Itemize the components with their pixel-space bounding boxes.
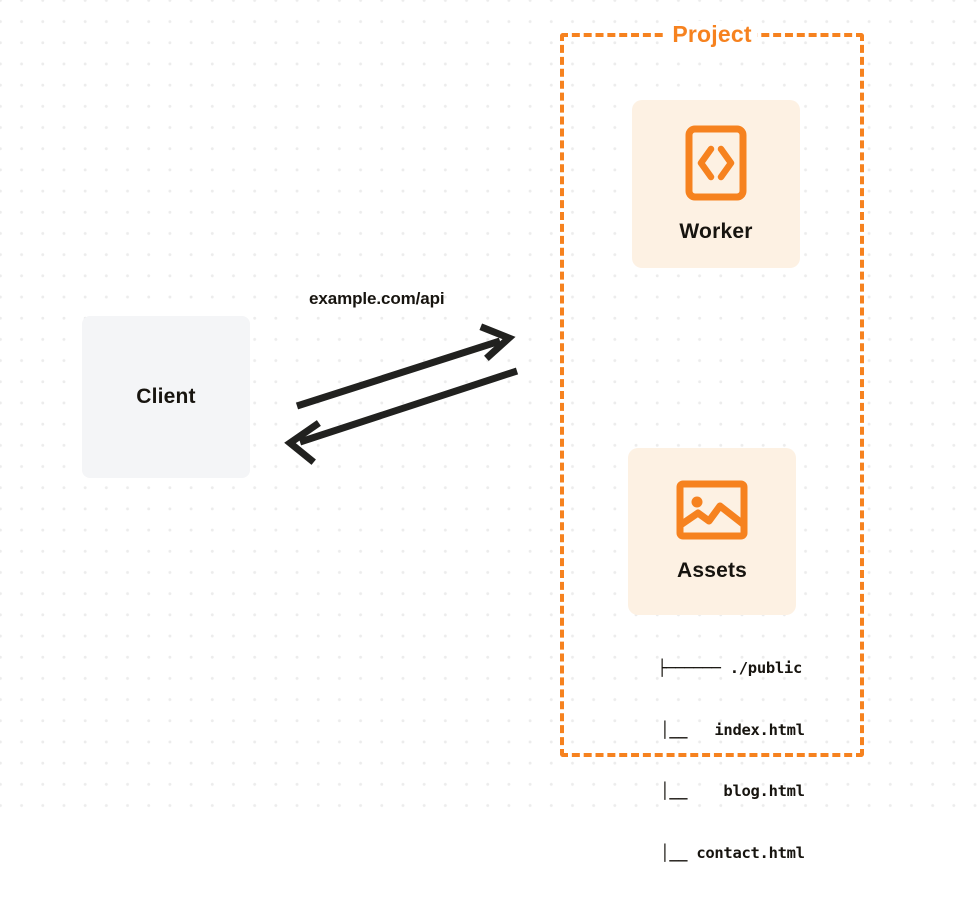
connection-label: example.com/api: [309, 289, 445, 308]
tree-row: ├────── ./public: [657, 659, 802, 677]
arrow-response: [284, 367, 519, 465]
assets-file-tree: ├────── ./public │__ index.html │__ blog…: [606, 617, 805, 904]
code-brackets-icon: [685, 125, 747, 206]
project-title: Project: [666, 21, 758, 48]
tree-row: │__ index.html: [606, 720, 805, 739]
worker-label: Worker: [679, 219, 753, 243]
image-icon: [676, 480, 748, 545]
node-worker[interactable]: Worker: [632, 100, 800, 268]
arrow-request: [295, 323, 516, 410]
tree-row: │__ blog.html: [606, 782, 805, 800]
node-client[interactable]: Client: [82, 316, 250, 478]
tree-row: │__ contact.html: [606, 843, 805, 862]
node-assets[interactable]: Assets: [628, 448, 796, 615]
assets-label: Assets: [676, 559, 748, 582]
client-label: Client: [136, 385, 196, 408]
group-project: Project: [560, 21, 864, 757]
diagram-canvas: Client example.com/api Project Worker: [0, 0, 980, 862]
